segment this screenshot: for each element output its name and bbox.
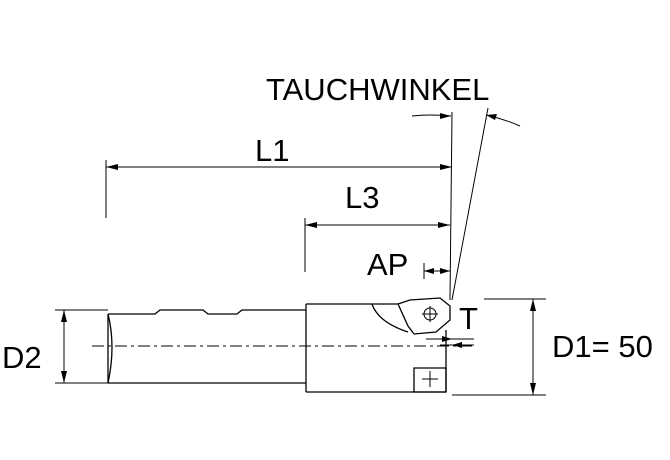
dimension-ap bbox=[423, 263, 450, 279]
tool-head bbox=[305, 297, 451, 393]
label-d2: D2 bbox=[2, 340, 42, 375]
label-t: T bbox=[459, 301, 478, 336]
label-d1: D1= 50 bbox=[552, 329, 653, 364]
dimension-t bbox=[426, 336, 474, 348]
label-l1: L1 bbox=[255, 133, 289, 168]
label-l3: L3 bbox=[345, 180, 379, 215]
label-ap: AP bbox=[367, 247, 408, 282]
dimension-l1 bbox=[105, 160, 452, 218]
insert-screw-lower bbox=[422, 371, 438, 387]
dimension-tauchwinkel bbox=[411, 107, 521, 301]
insert-screw-upper bbox=[422, 306, 438, 322]
tool-shank bbox=[107, 309, 306, 384]
dimension-d1 bbox=[452, 298, 546, 396]
dimension-d2 bbox=[55, 309, 108, 384]
label-tauchwinkel: TAUCHWINKEL bbox=[266, 72, 489, 107]
dimension-l3 bbox=[304, 218, 450, 272]
